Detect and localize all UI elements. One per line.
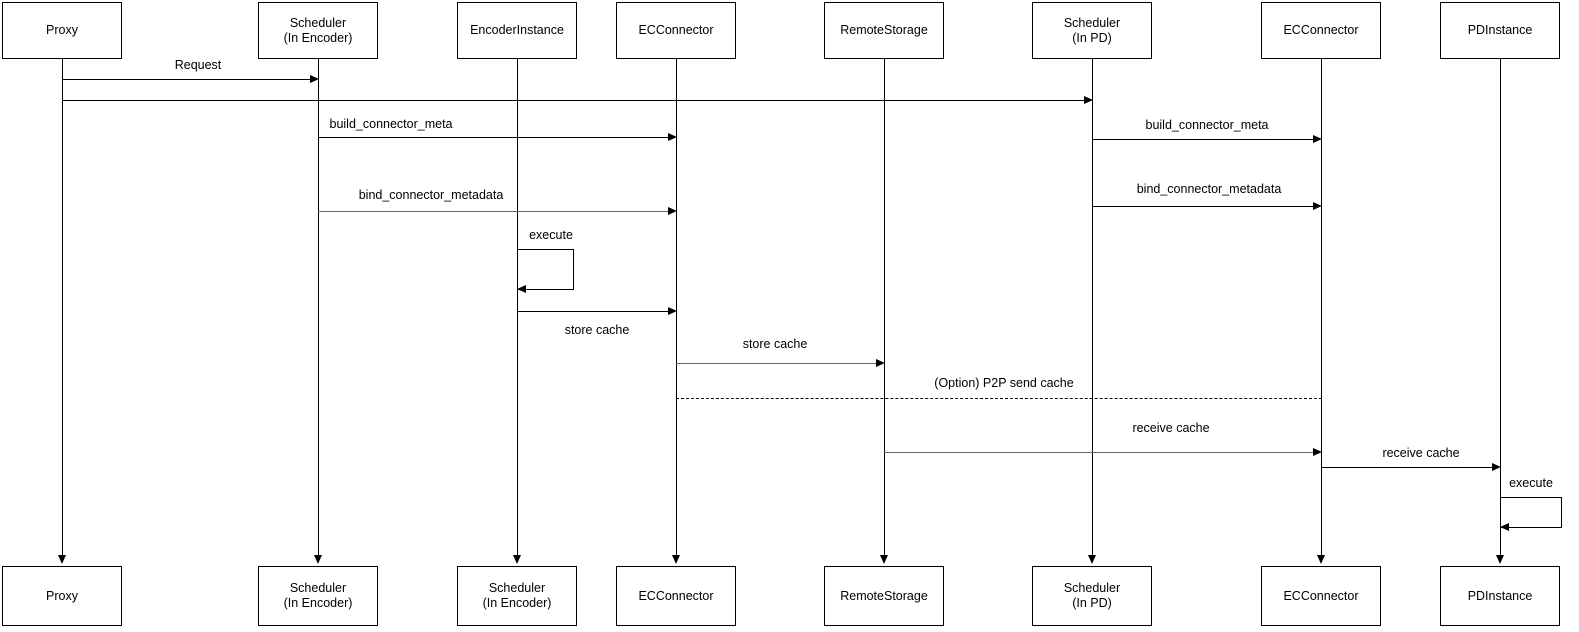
message-label-m5: bind_connector_metadata <box>358 188 504 202</box>
participant-header-proxy[interactable]: Proxy <box>2 2 122 59</box>
message-line-m10 <box>1321 467 1493 468</box>
participant-header-scheduler_enc[interactable]: Scheduler (In Encoder) <box>258 2 378 59</box>
participant-footer-scheduler_pd[interactable]: Scheduler (In PD) <box>1032 566 1152 626</box>
message-label-m10: receive cache <box>1382 446 1460 460</box>
lifeline-scheduler_pd <box>1092 59 1093 555</box>
participant-footer-pdinstance[interactable]: PDInstance <box>1440 566 1560 626</box>
participant-header-encoder_inst[interactable]: EncoderInstance <box>457 2 577 59</box>
participant-header-remotestorage[interactable]: RemoteStorage <box>824 2 944 59</box>
message-line-m5 <box>318 211 669 213</box>
message-arrowhead-m8 <box>876 359 885 367</box>
message-label-m7: store cache <box>564 323 630 337</box>
participant-header-scheduler_pd[interactable]: Scheduler (In PD) <box>1032 2 1152 59</box>
participant-footer-proxy[interactable]: Proxy <box>2 566 122 626</box>
participant-header-ecconnector_e[interactable]: ECConnector <box>616 2 736 59</box>
message-line-m6 <box>1092 206 1314 207</box>
message-label-m8: store cache <box>742 337 808 351</box>
lifeline-pdinstance <box>1500 59 1501 555</box>
message-line-m3 <box>318 137 669 138</box>
dashed-message-label-d1: (Option) P2P send cache <box>934 376 1074 390</box>
message-arrowhead-m9 <box>1313 448 1322 456</box>
lifeline-arrow-remotestorage <box>880 555 888 564</box>
self-message-box-s1 <box>517 249 574 290</box>
self-message-arrowhead-s1 <box>517 285 526 293</box>
participant-footer-ecconnector_e[interactable]: ECConnector <box>616 566 736 626</box>
lifeline-remotestorage <box>884 59 885 555</box>
message-line-m8 <box>676 363 877 365</box>
message-arrowhead-m7 <box>668 307 677 315</box>
participant-header-pdinstance[interactable]: PDInstance <box>1440 2 1560 59</box>
lifeline-arrow-ecconnector_p <box>1317 555 1325 564</box>
message-arrowhead-m5 <box>668 207 677 215</box>
message-line-m9 <box>884 452 1314 454</box>
lifeline-arrow-scheduler_enc <box>314 555 322 564</box>
participant-header-ecconnector_p[interactable]: ECConnector <box>1261 2 1381 59</box>
lifeline-proxy <box>62 59 63 555</box>
lifeline-ecconnector_p <box>1321 59 1322 555</box>
message-arrowhead-m1 <box>310 75 319 83</box>
lifeline-arrow-encoder_inst <box>513 555 521 564</box>
message-label-m6: bind_connector_metadata <box>1136 182 1282 196</box>
message-arrowhead-m6 <box>1313 202 1322 210</box>
lifeline-scheduler_enc <box>318 59 319 555</box>
lifeline-encoder_inst <box>517 59 518 555</box>
message-line-m2 <box>62 100 1085 101</box>
lifeline-arrow-pdinstance <box>1496 555 1504 564</box>
self-message-arrowhead-s2 <box>1500 523 1509 531</box>
self-message-label-s2: execute <box>1509 476 1553 490</box>
message-arrowhead-m2 <box>1084 96 1093 104</box>
message-label-m9: receive cache <box>1132 421 1210 435</box>
message-arrowhead-m10 <box>1492 463 1501 471</box>
message-arrowhead-m4 <box>1313 135 1322 143</box>
message-line-m4 <box>1092 139 1314 140</box>
dashed-message-line-d1 <box>676 398 1322 399</box>
lifeline-arrow-proxy <box>58 555 66 564</box>
lifeline-arrow-scheduler_pd <box>1088 555 1096 564</box>
participant-footer-ecconnector_p[interactable]: ECConnector <box>1261 566 1381 626</box>
message-arrowhead-m3 <box>668 133 677 141</box>
message-line-m1 <box>62 79 311 80</box>
message-label-m4: build_connector_meta <box>1145 118 1269 132</box>
message-label-m3: build_connector_meta <box>329 117 453 131</box>
message-line-m7 <box>517 311 669 312</box>
self-message-box-s2 <box>1500 497 1562 528</box>
participant-footer-encoder_inst[interactable]: Scheduler (In Encoder) <box>457 566 577 626</box>
self-message-label-s1: execute <box>529 228 573 242</box>
participant-footer-remotestorage[interactable]: RemoteStorage <box>824 566 944 626</box>
lifeline-arrow-ecconnector_e <box>672 555 680 564</box>
message-label-m1: Request <box>174 58 222 72</box>
participant-footer-scheduler_enc[interactable]: Scheduler (In Encoder) <box>258 566 378 626</box>
